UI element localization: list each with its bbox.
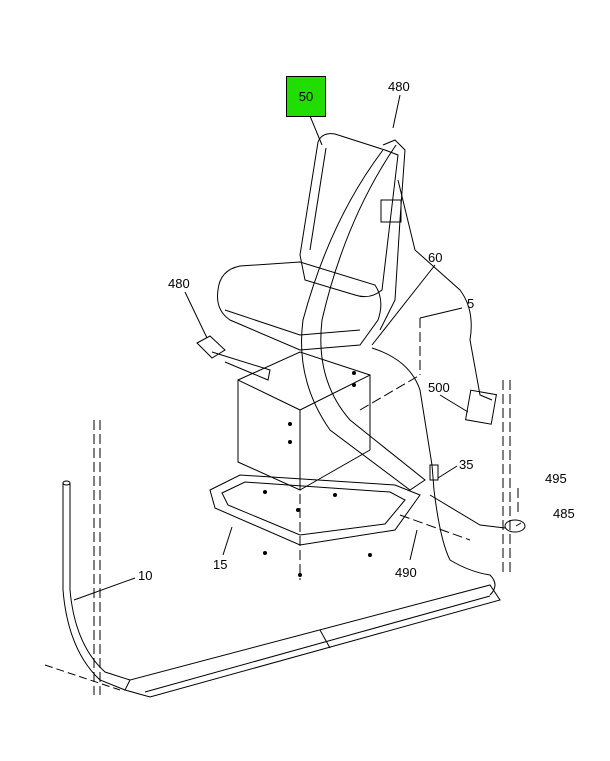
leader-lines <box>73 94 522 601</box>
callout-5[interactable]: 5 <box>467 296 475 311</box>
reference-lines <box>93 318 519 695</box>
callout-490[interactable]: 490 <box>395 565 417 580</box>
callout-label: 50 <box>298 89 314 104</box>
callout-480-top[interactable]: 480 <box>388 79 410 94</box>
seat-pedestal <box>237 351 371 491</box>
post <box>62 480 131 691</box>
fastener-holes <box>263 371 372 577</box>
buckle-left <box>196 335 271 381</box>
callout-35[interactable]: 35 <box>459 457 474 472</box>
callout-485[interactable]: 485 <box>553 506 575 521</box>
callout-480-left[interactable]: 480 <box>168 276 190 291</box>
callout-15[interactable]: 15 <box>213 557 228 572</box>
callout-60[interactable]: 60 <box>428 250 443 265</box>
base-plate <box>209 474 421 546</box>
callout-500[interactable]: 500 <box>428 380 450 395</box>
callout-10[interactable]: 10 <box>138 568 153 583</box>
seat-cushion <box>217 261 382 351</box>
callout-50-highlighted[interactable]: 50 <box>286 76 326 117</box>
callout-495[interactable]: 495 <box>545 471 567 486</box>
shoulder-belt <box>301 139 497 491</box>
seat-back <box>299 133 399 298</box>
cable <box>371 347 526 596</box>
floor-rail <box>44 584 501 698</box>
